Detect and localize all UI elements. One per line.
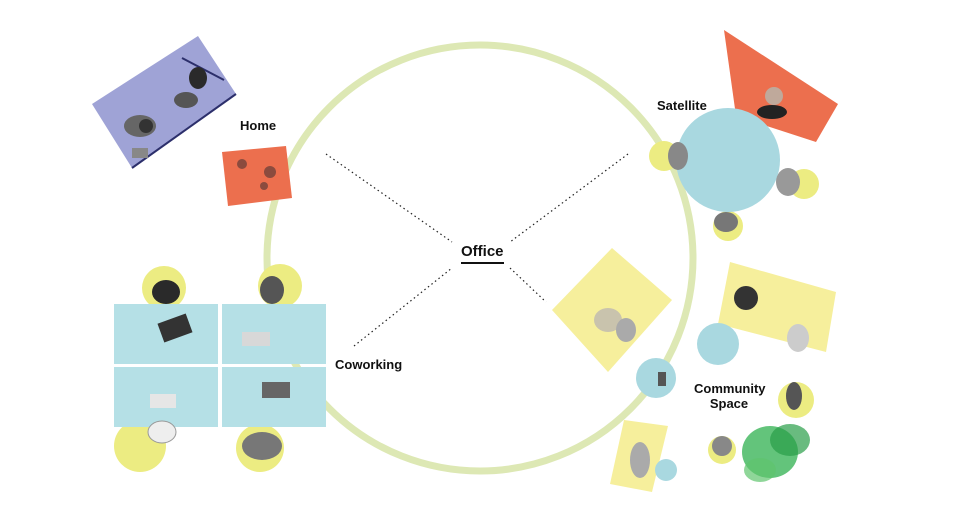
- community-label: Community Space: [694, 381, 766, 411]
- community-table-1: [697, 323, 739, 365]
- person-icon: [668, 142, 688, 170]
- cowork-desk-2: [222, 304, 326, 364]
- person-icon: [189, 67, 207, 89]
- plant-icon: [770, 424, 810, 456]
- connector-lines: [325, 153, 629, 347]
- laptop-icon: [150, 394, 176, 408]
- satellite-illustration: [649, 30, 838, 241]
- laptop-icon: [242, 332, 270, 346]
- satellite-label: Satellite: [657, 98, 707, 113]
- connector-coworking: [353, 267, 453, 347]
- coworking-label: Coworking: [335, 357, 403, 372]
- person-icon: [776, 168, 800, 196]
- phone-icon: [658, 372, 666, 386]
- person-icon: [260, 276, 284, 304]
- person-icon: [765, 87, 783, 105]
- person-icon: [734, 286, 758, 310]
- coworking-illustration: [114, 264, 326, 472]
- person-icon: [712, 436, 732, 456]
- person-icon: [242, 432, 282, 460]
- plant-icon: [744, 458, 776, 482]
- connector-community: [509, 267, 547, 303]
- person-icon: [714, 212, 738, 232]
- community-illustration: [552, 248, 836, 492]
- community-table-2: [636, 358, 676, 398]
- person-icon: [616, 318, 636, 342]
- person-icon: [630, 442, 650, 478]
- connector-satellite: [509, 153, 629, 243]
- community-label-line1: Community: [694, 381, 766, 396]
- laptop-icon: [262, 382, 290, 398]
- person-icon: [147, 420, 177, 444]
- satellite-table: [676, 108, 780, 212]
- person-icon: [786, 382, 802, 410]
- office-ring: [263, 41, 697, 475]
- home-rug: [222, 146, 292, 206]
- laptop-icon: [157, 313, 193, 343]
- community-label-line2: Space: [709, 396, 749, 411]
- home-illustration: [92, 36, 292, 206]
- satellite-banner: [724, 30, 838, 142]
- community-table-3: [655, 459, 677, 481]
- home-label: Home: [240, 118, 277, 133]
- office-label: Office: [461, 243, 504, 264]
- home-room: [92, 36, 236, 168]
- person-icon: [152, 280, 180, 304]
- person-icon: [594, 308, 622, 332]
- person-icon: [787, 324, 809, 352]
- connector-home: [325, 153, 453, 243]
